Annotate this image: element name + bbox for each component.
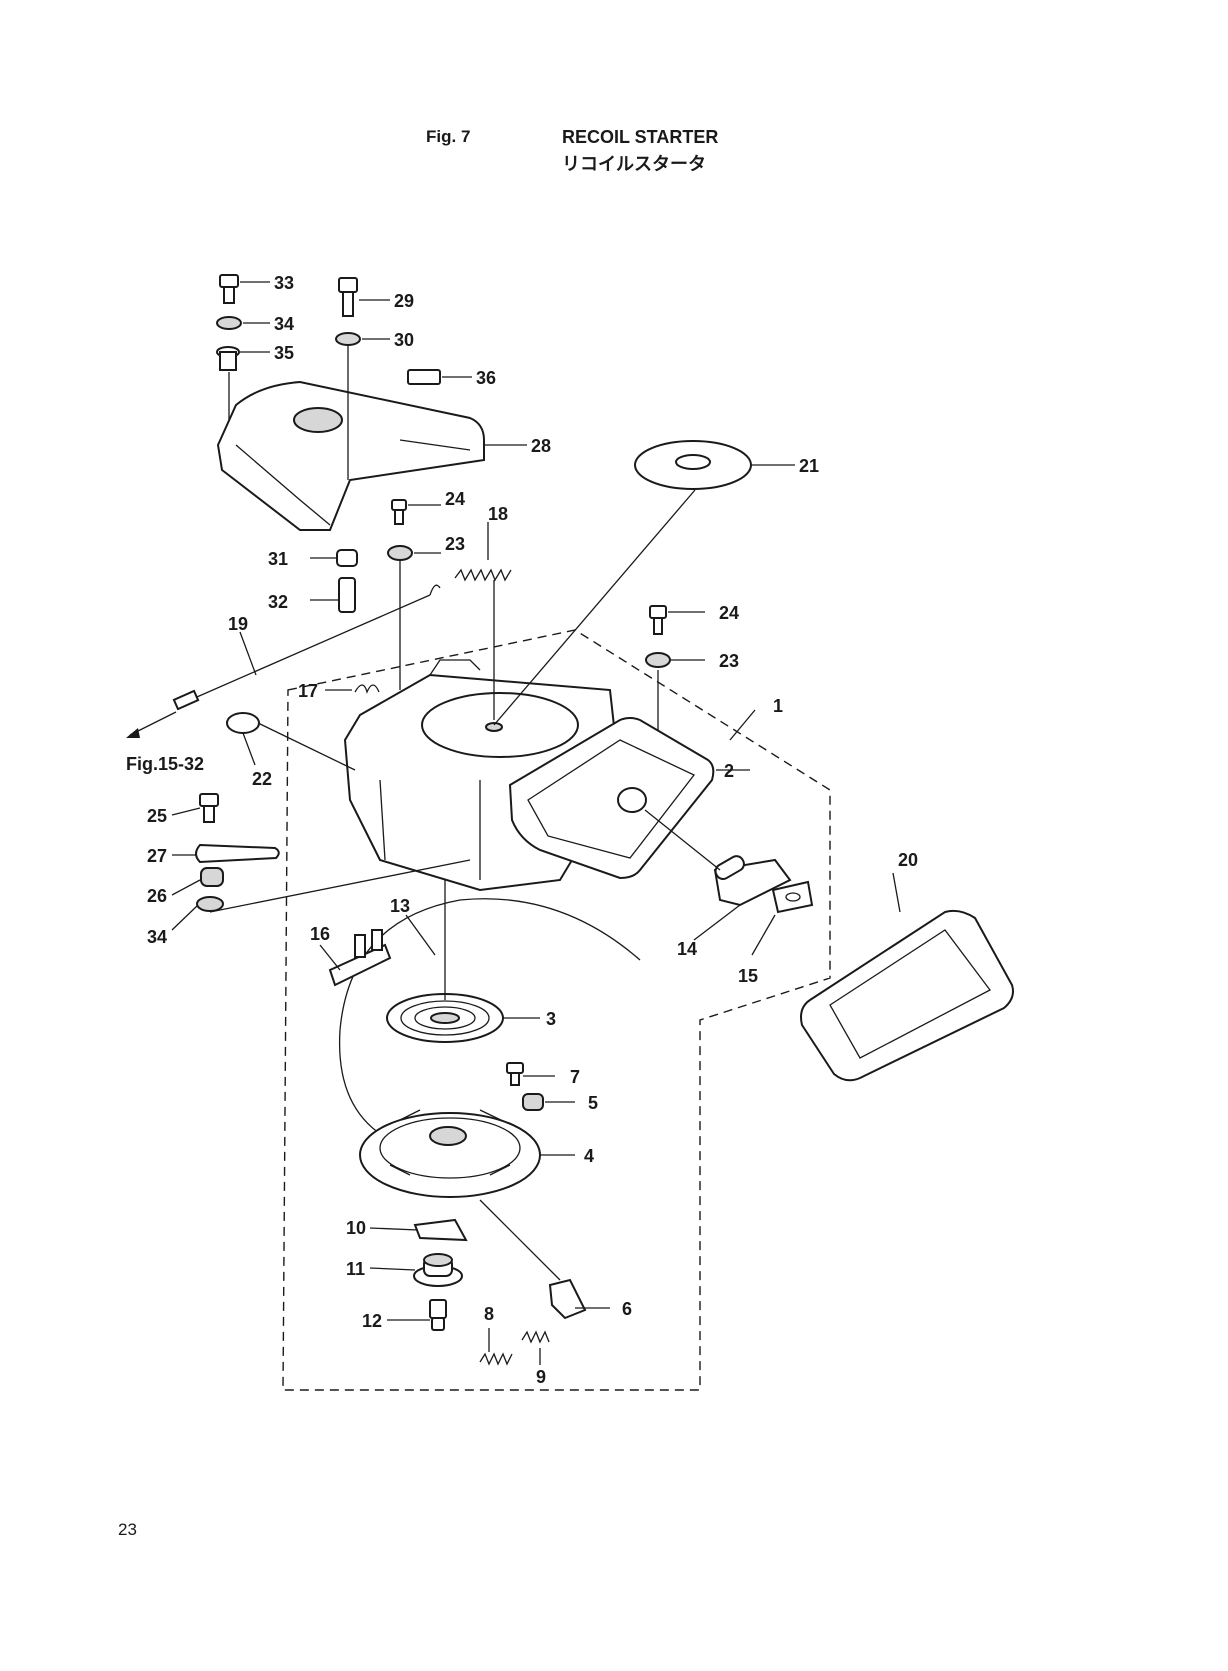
pawl-10 bbox=[413, 1218, 468, 1242]
callout-33: 33 bbox=[274, 273, 294, 293]
callout-labels: 33 34 35 29 30 36 28 21 24 23 18 31 32 1… bbox=[126, 273, 918, 1387]
collar-35 bbox=[216, 346, 240, 371]
spring-18 bbox=[454, 568, 512, 582]
washer-30 bbox=[335, 332, 361, 346]
washer-23-upper bbox=[387, 545, 413, 561]
washer-34-top bbox=[216, 316, 242, 330]
rope-guide-2 bbox=[508, 717, 715, 880]
bolt-12 bbox=[429, 1299, 447, 1331]
figure-title-japanese: リコイルスタータ bbox=[562, 154, 706, 175]
bolt-25 bbox=[199, 793, 219, 823]
spring-9 bbox=[521, 1330, 550, 1344]
knob-22 bbox=[226, 712, 260, 734]
callout-14: 14 bbox=[677, 939, 697, 959]
callout-34: 34 bbox=[274, 314, 294, 334]
callout-36: 36 bbox=[476, 368, 496, 388]
callout-6: 6 bbox=[622, 1299, 632, 1319]
bracket-16 bbox=[328, 929, 392, 987]
bolt-29 bbox=[338, 277, 358, 317]
callout-7: 7 bbox=[570, 1067, 580, 1087]
callout-18: 18 bbox=[488, 504, 508, 524]
spring-8 bbox=[479, 1352, 513, 1366]
label-plate-36 bbox=[407, 369, 441, 385]
callout-16: 16 bbox=[310, 924, 330, 944]
callout-26: 26 bbox=[147, 886, 167, 906]
callout-5: 5 bbox=[588, 1093, 598, 1113]
callout-4: 4 bbox=[584, 1146, 594, 1166]
callout-10: 10 bbox=[346, 1218, 366, 1238]
callout-28: 28 bbox=[531, 436, 551, 456]
bolt-24-right bbox=[649, 605, 667, 635]
cover-28 bbox=[216, 380, 485, 531]
start-handle-14 bbox=[713, 855, 792, 907]
leader-lines bbox=[126, 281, 901, 1365]
callout-1: 1 bbox=[773, 696, 783, 716]
callout-21: 21 bbox=[799, 456, 819, 476]
callout-29: 29 bbox=[394, 291, 414, 311]
washer-disk-21 bbox=[634, 440, 752, 490]
screw-7 bbox=[506, 1062, 524, 1086]
callout-24b: 24 bbox=[719, 603, 739, 623]
callout-17: 17 bbox=[298, 681, 318, 701]
callout-34b: 34 bbox=[147, 927, 167, 947]
rope-13 bbox=[338, 898, 641, 1141]
figure-title-english: RECOIL STARTER bbox=[562, 127, 719, 147]
figure-number: Fig. 7 bbox=[426, 127, 471, 146]
callout-13: 13 bbox=[390, 896, 410, 916]
callout-23b: 23 bbox=[719, 651, 739, 671]
callout-20: 20 bbox=[898, 850, 918, 870]
callout-11: 11 bbox=[346, 1259, 365, 1279]
figure-reference-label: Fig.15-32 bbox=[126, 754, 204, 774]
bolt-33 bbox=[219, 274, 239, 304]
grip-insert-15 bbox=[771, 880, 814, 914]
cushion-20 bbox=[800, 909, 1014, 1082]
callout-32: 32 bbox=[268, 592, 288, 612]
callout-24: 24 bbox=[445, 489, 465, 509]
callout-30: 30 bbox=[394, 330, 414, 350]
washer-34-lower bbox=[196, 896, 224, 912]
page-number: 23 bbox=[118, 1520, 137, 1539]
callout-19: 19 bbox=[228, 614, 248, 634]
callout-3: 3 bbox=[546, 1009, 556, 1029]
collar-31 bbox=[336, 549, 358, 567]
spring-17 bbox=[354, 684, 380, 694]
bolt-24-upper bbox=[391, 499, 407, 525]
callout-9: 9 bbox=[536, 1367, 546, 1387]
reel-4 bbox=[359, 1109, 541, 1198]
lever-27 bbox=[195, 843, 280, 864]
callout-27: 27 bbox=[147, 846, 167, 866]
collar-5 bbox=[522, 1093, 544, 1111]
callout-31: 31 bbox=[268, 549, 288, 569]
cap-11 bbox=[413, 1253, 463, 1287]
cable-19 bbox=[172, 584, 441, 711]
spiral-spring-3 bbox=[386, 993, 504, 1043]
callout-25: 25 bbox=[147, 806, 167, 826]
callout-23: 23 bbox=[445, 534, 465, 554]
callout-2: 2 bbox=[724, 761, 734, 781]
callout-15: 15 bbox=[738, 966, 758, 986]
ratchet-6 bbox=[548, 1278, 587, 1320]
callout-35: 35 bbox=[274, 343, 294, 363]
washer-23-right bbox=[645, 652, 671, 668]
sleeve-32 bbox=[338, 577, 356, 613]
callout-22: 22 bbox=[252, 769, 272, 789]
assembly-boundary bbox=[282, 629, 831, 1391]
callout-12: 12 bbox=[362, 1311, 382, 1331]
collar-26 bbox=[200, 867, 224, 887]
callout-8: 8 bbox=[484, 1304, 494, 1324]
